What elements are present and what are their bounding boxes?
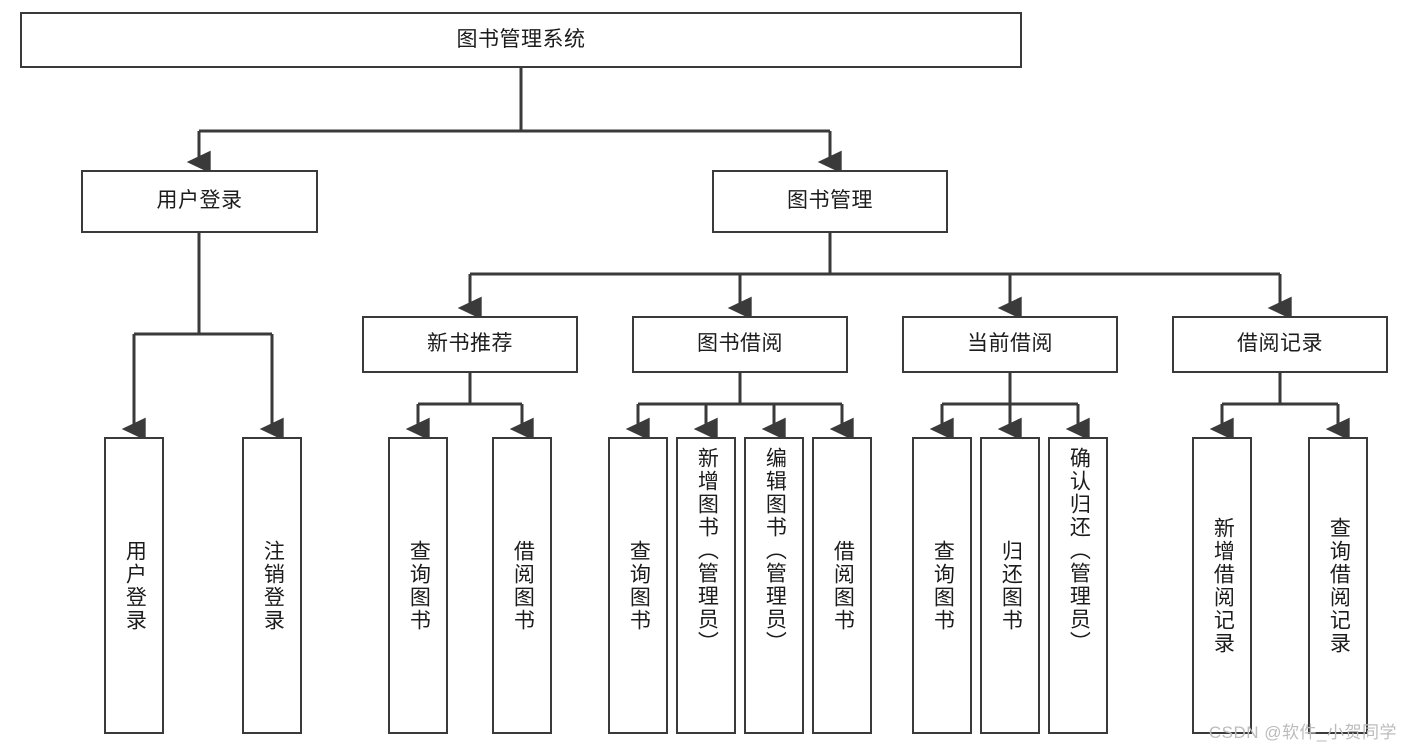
leaf-query-book-borrow[interactable]: 查询图书 <box>608 437 668 734</box>
leaf-label: 用户登录 <box>123 539 147 632</box>
leaf-return-book[interactable]: 归还图书 <box>980 437 1040 734</box>
leaf-query-book-current[interactable]: 查询图书 <box>912 437 972 734</box>
leaf-user-login[interactable]: 用户登录 <box>104 437 164 734</box>
node-user-login[interactable]: 用户登录 <box>81 170 318 233</box>
node-label: 用户登录 <box>156 189 243 213</box>
node-label: 当前借阅 <box>967 332 1053 356</box>
leaf-label: 查询图书 <box>627 539 651 632</box>
leaf-query-book-recommend[interactable]: 查询图书 <box>388 437 448 734</box>
node-book-management[interactable]: 图书管理 <box>712 170 948 233</box>
leaf-label: 查询图书 <box>931 539 955 632</box>
leaf-borrow-book-borrow[interactable]: 借阅图书 <box>812 437 872 734</box>
leaf-add-borrow-record[interactable]: 新增借阅记录 <box>1192 437 1252 734</box>
node-label: 图书管理系统 <box>456 27 586 51</box>
node-label: 图书借阅 <box>697 332 783 356</box>
node-root-book-management-system[interactable]: 图书管理系统 <box>20 12 1022 68</box>
leaf-user-logout[interactable]: 注销登录 <box>242 437 302 734</box>
leaf-borrow-book-recommend[interactable]: 借阅图书 <box>492 437 552 734</box>
leaf-label: 查询借阅记录 <box>1327 516 1351 655</box>
leaf-label: 借阅图书 <box>511 539 535 632</box>
leaf-label: 编辑图书（管理员） <box>763 447 787 654</box>
leaf-label: 借阅图书 <box>831 539 855 632</box>
leaf-label: 归还图书 <box>999 539 1023 632</box>
leaf-label: 新增图书（管理员） <box>695 447 719 654</box>
leaf-label: 新增借阅记录 <box>1211 516 1235 655</box>
leaf-query-borrow-record[interactable]: 查询借阅记录 <box>1308 437 1368 734</box>
leaf-label: 注销登录 <box>261 539 285 632</box>
leaf-label: 确认归还（管理员） <box>1067 447 1091 654</box>
leaf-add-book-admin[interactable]: 新增图书（管理员） <box>676 437 736 734</box>
leaf-label: 查询图书 <box>407 539 431 632</box>
node-label: 图书管理 <box>787 189 873 213</box>
node-borrow-record[interactable]: 借阅记录 <box>1172 316 1388 373</box>
node-label: 借阅记录 <box>1237 332 1323 356</box>
node-label: 新书推荐 <box>427 332 513 356</box>
node-new-book-recommend[interactable]: 新书推荐 <box>362 316 578 373</box>
leaf-confirm-return-admin[interactable]: 确认归还（管理员） <box>1048 437 1108 734</box>
leaf-edit-book-admin[interactable]: 编辑图书（管理员） <box>744 437 804 734</box>
node-current-borrow[interactable]: 当前借阅 <box>902 316 1118 373</box>
node-book-borrow[interactable]: 图书借阅 <box>632 316 848 373</box>
